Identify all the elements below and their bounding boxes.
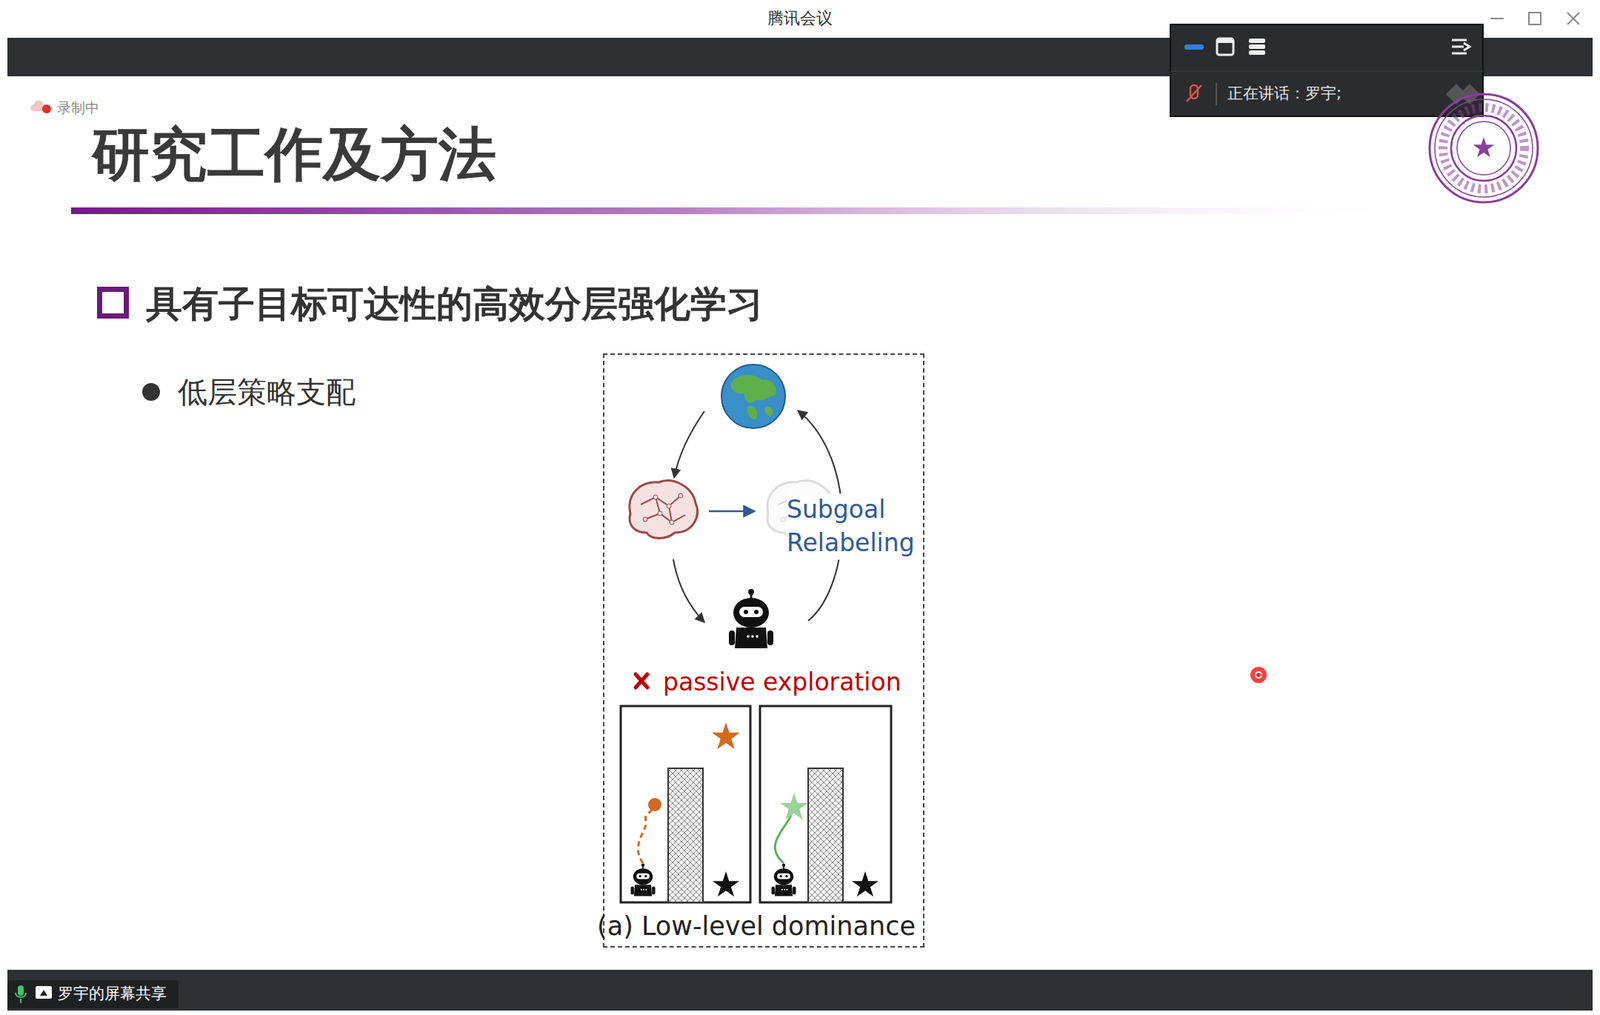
panel-caption: (a) Low-level dominance: [597, 910, 916, 942]
speaker-status: 正在讲话：罗宇;: [1227, 84, 1342, 103]
bullet-text: 低层策略支配: [177, 374, 356, 410]
warning-text: passive exploration: [662, 667, 902, 698]
slide-title: 研究工作及方法: [91, 120, 497, 190]
window-title: 腾讯会议: [767, 8, 833, 29]
subgoal-label: Subgoal Relabeling: [786, 493, 919, 560]
recording-status: 录制中: [57, 99, 100, 117]
share-label: 罗宇的屏幕共享: [57, 984, 167, 1003]
section-heading: 具有子目标可达性的高效分层强化学习: [145, 282, 763, 327]
dashed-panel: Subgoal Relabelingpassive exploration(a)…: [602, 353, 925, 948]
